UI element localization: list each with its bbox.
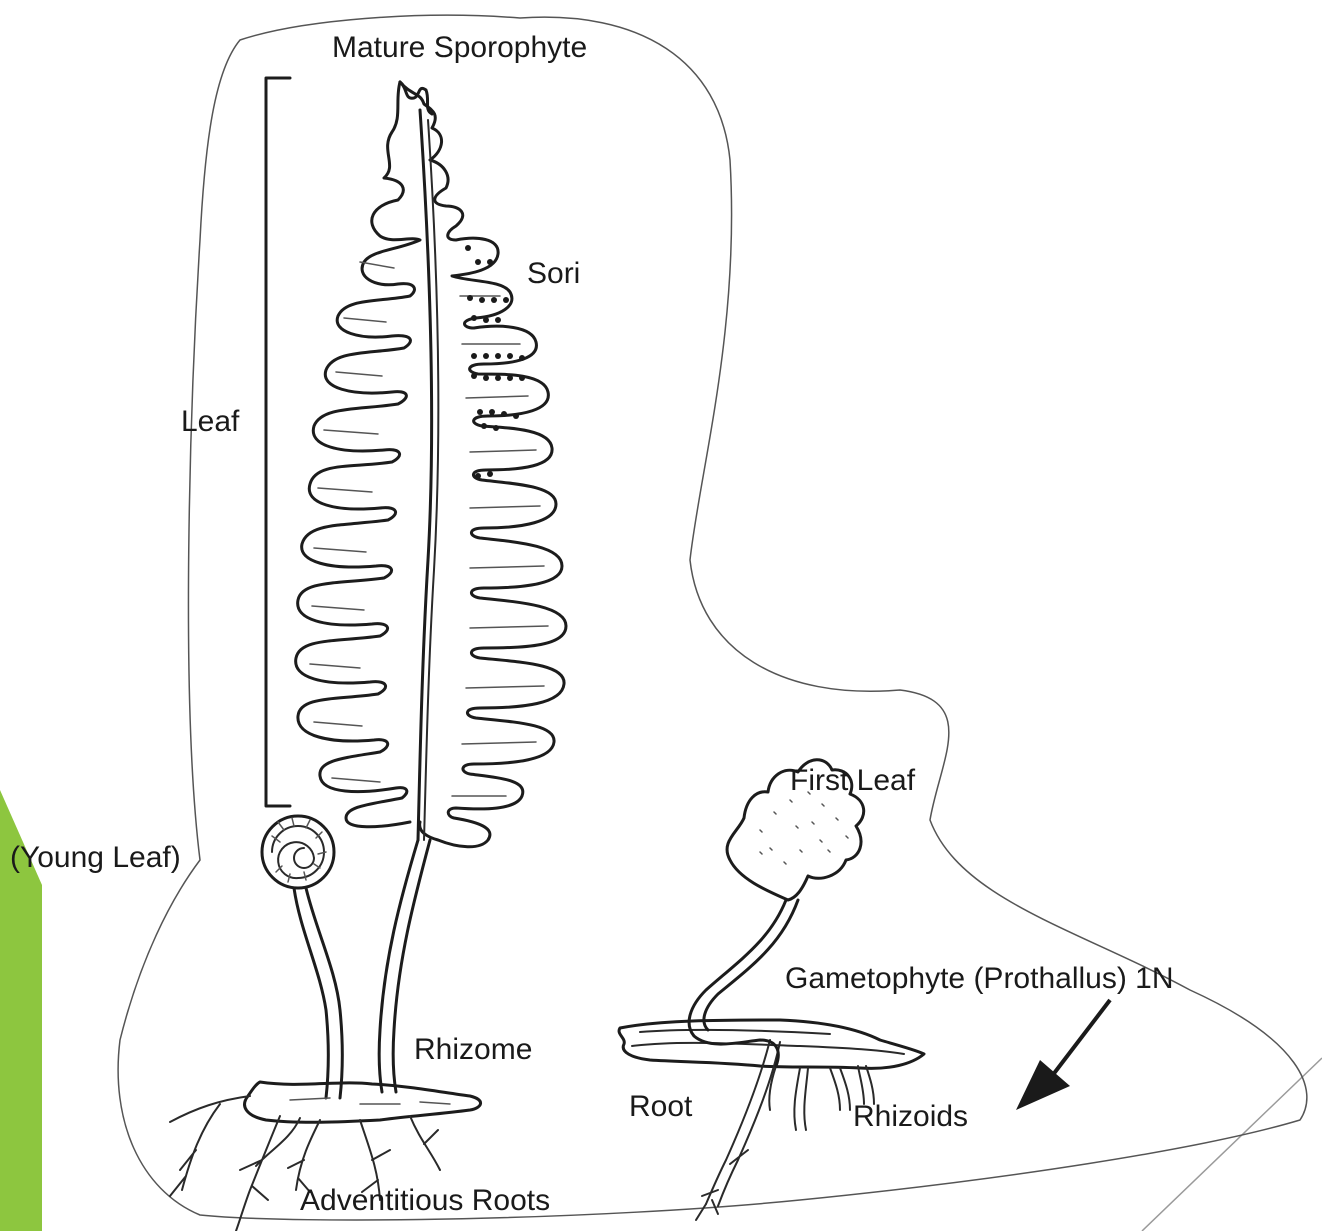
decorative-diagonal-line: [1142, 1058, 1322, 1231]
label-young-leaf: (Young Leaf): [10, 841, 181, 874]
frond-left-outline: [296, 82, 420, 827]
label-first-leaf: First Leaf: [790, 764, 916, 797]
frond-stipe: [379, 840, 418, 1092]
gametophyte-arrow: [1016, 1000, 1110, 1110]
leaf-bracket: [266, 78, 290, 806]
frond: [296, 82, 566, 1092]
label-rhizome: Rhizome: [414, 1033, 532, 1066]
label-root: Root: [629, 1090, 693, 1123]
label-adventitious-roots: Adventitious Roots: [300, 1184, 550, 1217]
label-rhizoids: Rhizoids: [853, 1100, 968, 1133]
young-leaf-fiddlehead: [262, 816, 342, 1098]
label-gametophyte: Gametophyte (Prothallus) 1N: [785, 962, 1174, 995]
label-mature-sporophyte: Mature Sporophyte: [332, 31, 587, 64]
frond-midrib: [418, 110, 432, 840]
frond-tip: [400, 82, 432, 114]
label-sori: Sori: [527, 257, 580, 290]
label-leaf: Leaf: [181, 405, 240, 438]
background-silhouette: [118, 15, 1307, 1220]
first-leaf-stem: [689, 900, 798, 1066]
